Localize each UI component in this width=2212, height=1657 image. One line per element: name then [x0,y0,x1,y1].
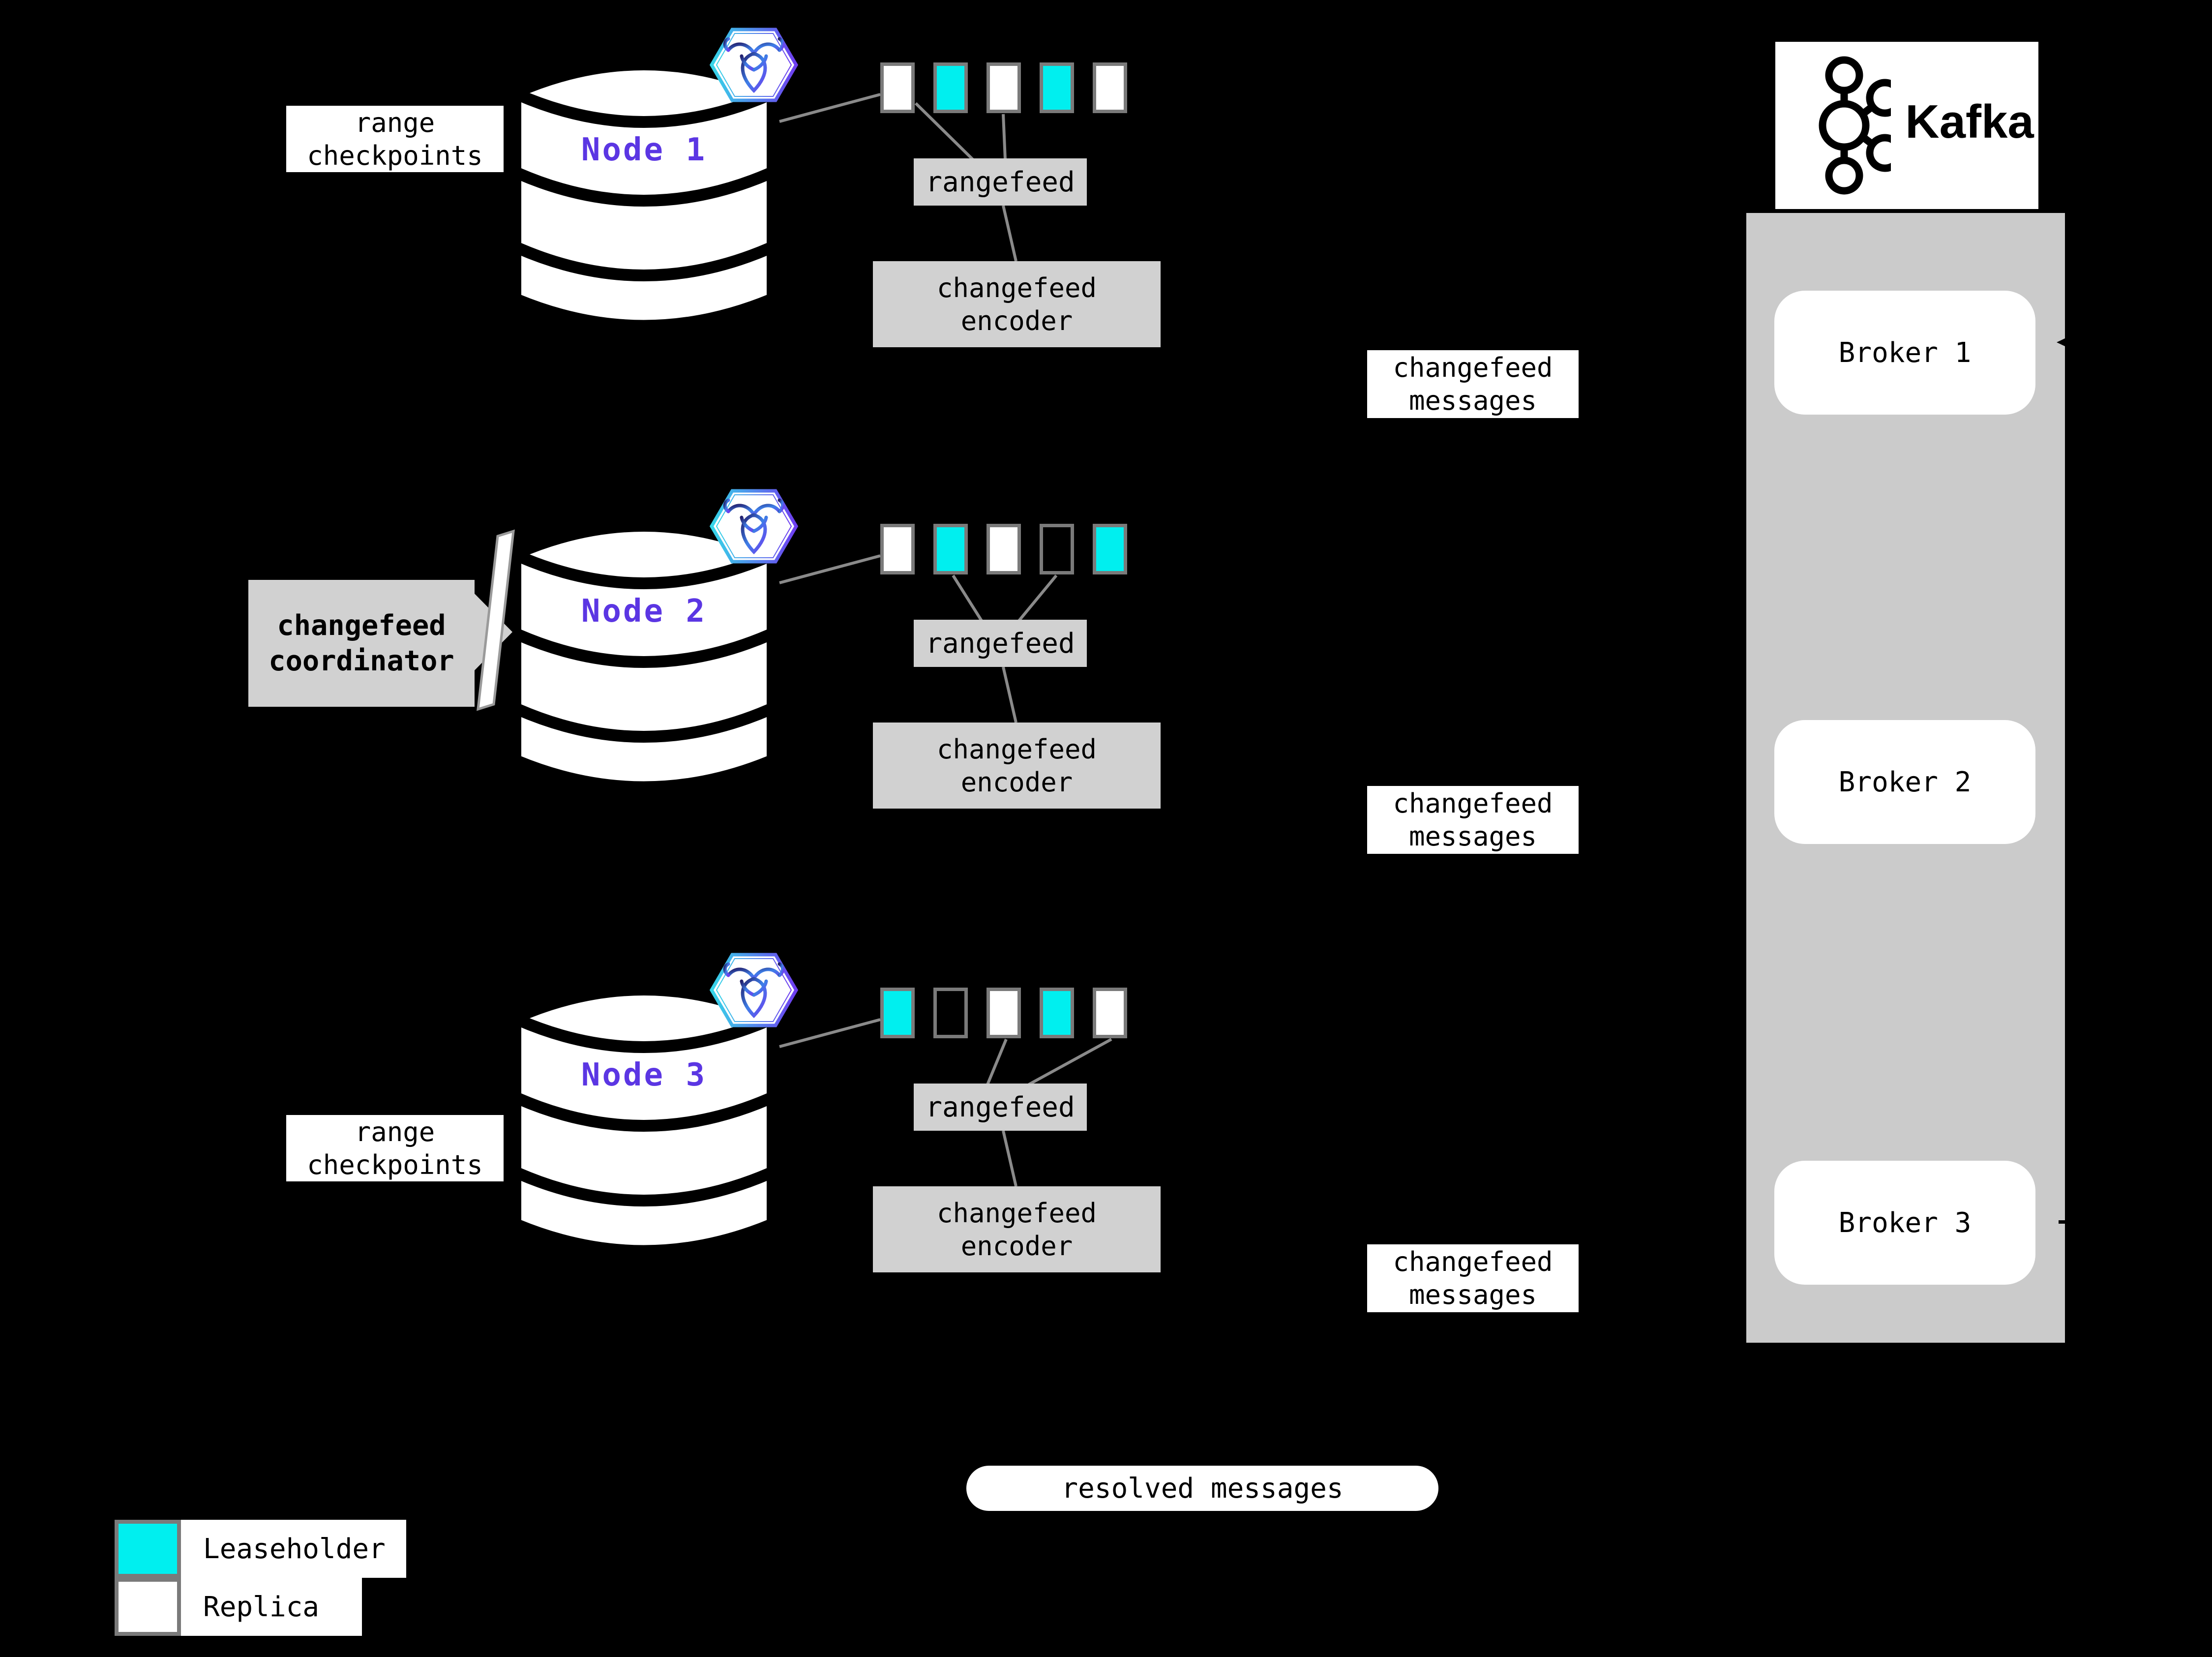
node3-label: Node 3 [581,1057,707,1093]
database-cylinder-node1 [516,65,772,325]
legend-leaseholder-swatch [115,1520,181,1578]
node1-range-2 [933,62,968,113]
node3-changefeed-encoder-box: changefeed encoder [873,1186,1161,1272]
changefeed-messages-label-1: changefeed messages [1367,350,1579,418]
cockroachdb-hexagon-icon [710,953,798,1027]
broker-1-label: Broker 1 [1838,336,1972,369]
arrowhead-into-broker1 [2057,329,2086,356]
resolved-messages-pill: resolved messages [966,1466,1438,1511]
node2-range-4 [1040,524,1074,574]
range-checkpoints-label-top: range checkpoints [286,106,504,172]
legend-replica-label: Replica [181,1578,362,1636]
node1-label: Node 1 [581,132,707,168]
kafka-circles-icon [1797,53,1891,198]
node3-range-4 [1040,988,1074,1038]
node2-range-2 [933,524,968,574]
cockroachdb-hexagon-icon [710,489,798,564]
arrow-tick-broker3 [2059,1220,2073,1224]
node2-range-3 [986,524,1021,574]
range-checkpoints-label-bottom: range checkpoints [286,1115,504,1181]
broker-2-label: Broker 2 [1838,766,1972,798]
legend-leaseholder-label: Leaseholder [181,1520,406,1578]
node3-range-5 [1093,988,1127,1038]
node1-changefeed-encoder-box: changefeed encoder [873,261,1161,347]
broker-3-label: Broker 3 [1838,1206,1972,1239]
node2-range-1 [880,524,915,574]
legend-replica-swatch [115,1578,181,1636]
node3-rangefeed-box: rangefeed [914,1084,1087,1131]
node1-range-1 [880,62,915,113]
changefeed-messages-label-3: changefeed messages [1367,1244,1579,1312]
coordinator-pointer-flag [471,529,515,711]
node3-range-3 [986,988,1021,1038]
kafka-brand-text: Kafka [1905,95,2034,148]
node1-rangefeed-box: rangefeed [914,158,1087,206]
node1-range-4 [1040,62,1074,113]
broker-1: Broker 1 [1774,291,2035,415]
node1-range-5 [1093,62,1127,113]
node1-range-3 [986,62,1021,113]
database-cylinder-node3 [516,991,772,1250]
database-cylinder-node2 [516,527,772,786]
cockroachdb-hexagon-icon [710,28,798,102]
kafka-logo-box: Kafka [1775,42,2038,209]
broker-2: Broker 2 [1774,720,2035,844]
node3-range-1 [880,988,915,1038]
node3-range-2 [933,988,968,1038]
changefeed-messages-label-2: changefeed messages [1367,786,1579,854]
node2-changefeed-encoder-box: changefeed encoder [873,723,1161,809]
broker-3: Broker 3 [1774,1161,2035,1285]
node2-label: Node 2 [581,593,707,630]
changefeed-coordinator-label: changefeed coordinator [248,580,475,707]
node2-rangefeed-box: rangefeed [914,620,1087,667]
node2-range-5 [1093,524,1127,574]
